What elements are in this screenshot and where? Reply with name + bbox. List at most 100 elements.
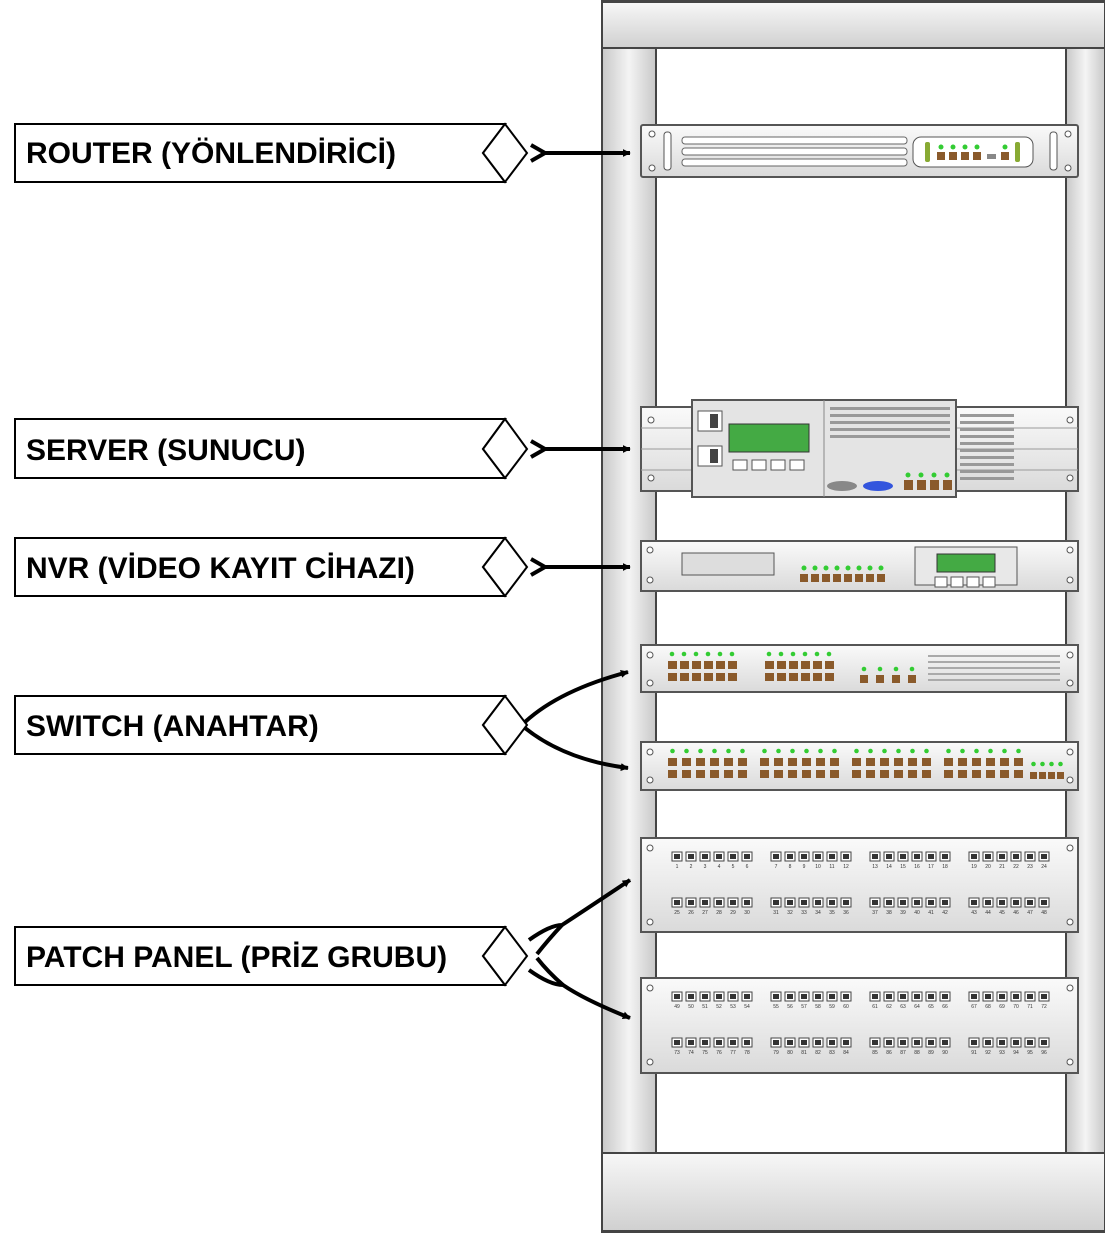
switch-led	[712, 748, 717, 754]
patch-port-number: 15	[900, 864, 906, 870]
patch-port-jack	[942, 900, 948, 905]
patch-port-number: 70	[1013, 1004, 1019, 1010]
patch-port-number: 85	[872, 1050, 878, 1056]
switch-port	[760, 770, 769, 778]
patch-port-number: 43	[971, 910, 977, 916]
patch-port-jack	[787, 994, 793, 999]
switch-led	[698, 748, 703, 754]
patch-port-jack	[744, 1040, 750, 1045]
patch-port-jack	[1041, 854, 1047, 859]
patch-port-number: 89	[928, 1050, 934, 1056]
patch-port-number: 96	[1041, 1050, 1047, 1056]
switch-port	[1014, 758, 1023, 766]
switch-led	[896, 748, 901, 754]
patch-port-jack	[1027, 854, 1033, 859]
patch-port-number: 12	[843, 864, 849, 870]
patch-port-jack	[872, 854, 878, 859]
patch-port-number: 87	[900, 1050, 906, 1056]
patch-port-jack	[843, 900, 849, 905]
patch-port-number: 37	[872, 910, 878, 916]
patch-port-jack	[999, 854, 1005, 859]
switch-led	[1058, 761, 1063, 767]
patch-port-number: 26	[688, 910, 694, 916]
patch-port-number: 92	[985, 1050, 991, 1056]
patch-port-number: 36	[843, 910, 849, 916]
patch-port-number: 63	[900, 1004, 906, 1010]
switch-port	[1030, 772, 1037, 779]
patch-port-jack	[815, 994, 821, 999]
patch-port-jack	[928, 994, 934, 999]
switch-port	[830, 770, 839, 778]
switch-led	[924, 748, 929, 754]
patch-port-number: 90	[942, 1050, 948, 1056]
patch-port-number: 25	[674, 910, 680, 916]
switch-led	[832, 748, 837, 754]
patch-port-number: 49	[674, 1004, 680, 1010]
patch-port-number: 13	[872, 864, 878, 870]
switch-port	[802, 770, 811, 778]
patch-port-jack	[900, 994, 906, 999]
patch-port-jack	[688, 854, 694, 859]
switch-port	[866, 770, 875, 778]
patch-port-jack	[928, 1040, 934, 1045]
patch-port-jack	[985, 854, 991, 859]
patch-port-number: 30	[744, 910, 750, 916]
switch-led	[946, 748, 951, 754]
label-router-text: ROUTER (YÖNLENDİRİCİ)	[26, 137, 396, 170]
patch-port-jack	[829, 854, 835, 859]
patch-port-jack	[829, 900, 835, 905]
patch-port-number: 50	[688, 1004, 694, 1010]
patch-port-jack	[1027, 994, 1033, 999]
patch-port-number: 16	[914, 864, 920, 870]
patch-port-number: 29	[730, 910, 736, 916]
patch-port-jack	[829, 994, 835, 999]
patch-port-number: 9	[803, 864, 806, 870]
switch-led	[684, 748, 689, 754]
switch-port	[696, 758, 705, 766]
patch-port-jack	[914, 1040, 920, 1045]
patch-port-number: 67	[971, 1004, 977, 1010]
patch-port-number: 46	[1013, 910, 1019, 916]
patch-port-number: 76	[716, 1050, 722, 1056]
switch-port	[724, 770, 733, 778]
switch-led	[910, 748, 915, 754]
switch-port	[830, 758, 839, 766]
patch-port-number: 47	[1027, 910, 1033, 916]
switch-led	[1040, 761, 1045, 767]
patch-port-number: 14	[886, 864, 892, 870]
switch-port	[816, 770, 825, 778]
patch-port-jack	[985, 900, 991, 905]
patch-port-jack	[801, 994, 807, 999]
patch-port-jack	[773, 1040, 779, 1045]
patch-port-jack	[1041, 1040, 1047, 1045]
patch-port-jack	[801, 900, 807, 905]
patch-port-number: 55	[773, 1004, 779, 1010]
label-server: SERVER (SUNUCU)	[14, 417, 529, 480]
label-switch-text: SWITCH (ANAHTAR)	[26, 710, 319, 743]
patch-port-jack	[1041, 994, 1047, 999]
patch-port-number: 53	[730, 1004, 736, 1010]
patch-port-jack	[942, 854, 948, 859]
switch-led	[974, 748, 979, 754]
switch-led	[776, 748, 781, 754]
router-device	[640, 124, 1079, 178]
switch-port	[682, 770, 691, 778]
switch-port	[1039, 772, 1046, 779]
switch-port	[696, 770, 705, 778]
patch-port-number: 54	[744, 1004, 750, 1010]
label-patch: PATCH PANEL (PRİZ GRUBU)	[14, 925, 529, 987]
patch-port-number: 24	[1041, 864, 1047, 870]
switch-port	[852, 758, 861, 766]
switch-led	[790, 748, 795, 754]
patch-port-jack	[787, 1040, 793, 1045]
patch-port-jack	[702, 854, 708, 859]
patch-port-jack	[1013, 1040, 1019, 1045]
patch-port-number: 66	[942, 1004, 948, 1010]
patch-port-number: 73	[674, 1050, 680, 1056]
patch-port-jack	[688, 900, 694, 905]
switch-led	[726, 748, 731, 754]
server-device	[640, 399, 1079, 498]
switch-port	[908, 758, 917, 766]
patch-port-number: 69	[999, 1004, 1005, 1010]
